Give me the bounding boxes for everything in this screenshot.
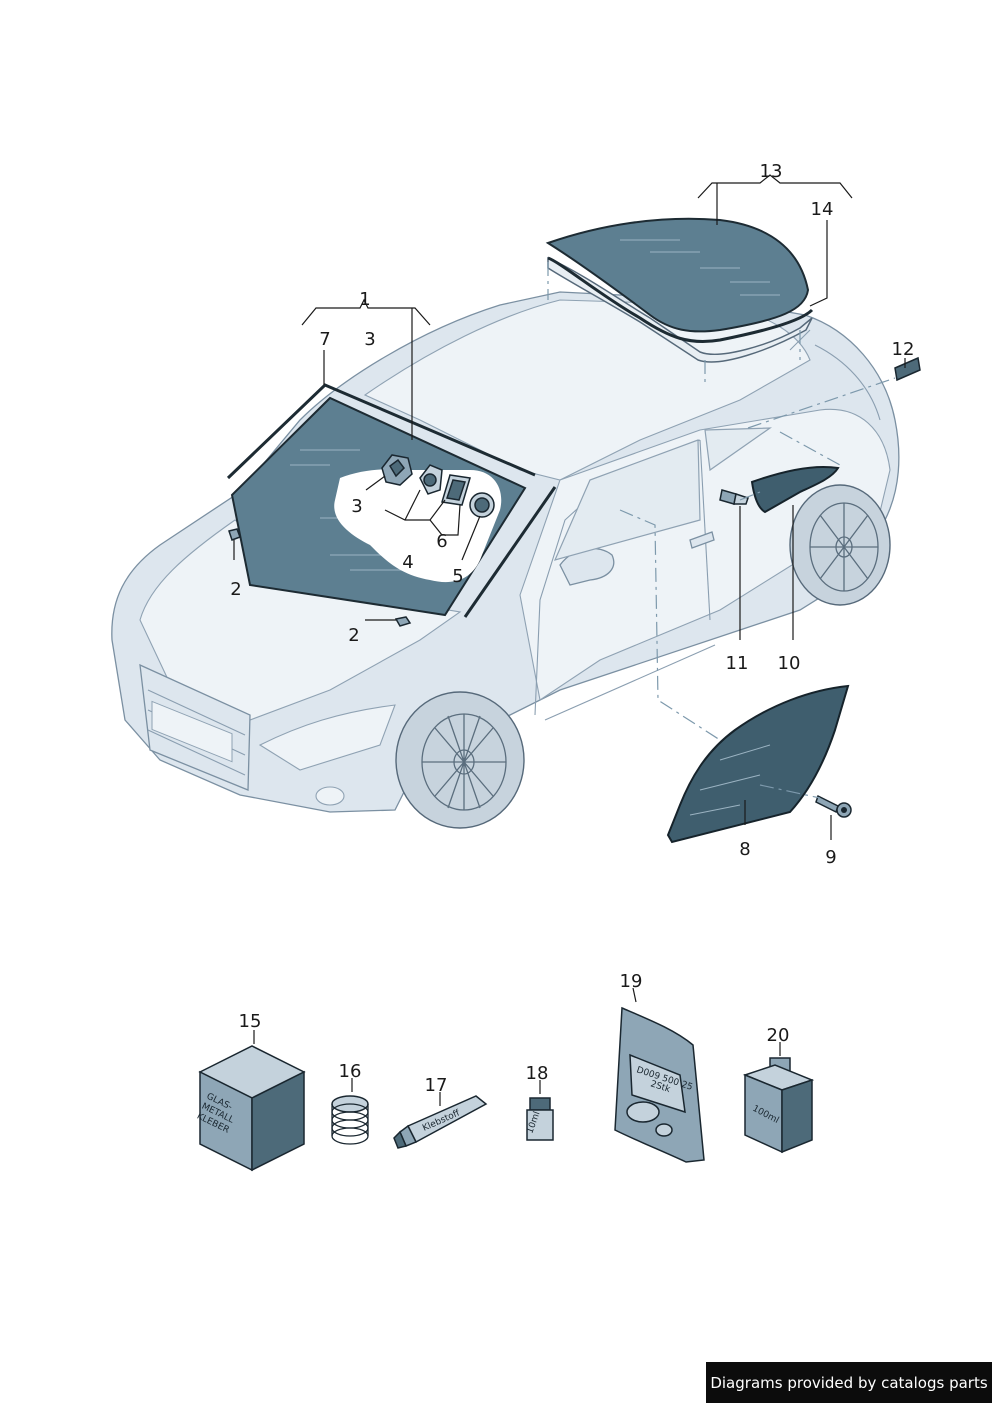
callout-20: 20	[767, 1025, 790, 1046]
callout-2-left: 2	[230, 579, 241, 600]
spacer-clip-bottom	[394, 616, 412, 627]
callout-14: 14	[811, 199, 834, 220]
large-bottle: 100ml	[742, 1057, 815, 1154]
callout-5: 5	[452, 566, 463, 587]
callout-17: 17	[425, 1075, 448, 1096]
callout-3: 3	[351, 496, 362, 517]
callout-18: 18	[526, 1063, 549, 1084]
sunroof-glass	[545, 217, 814, 363]
bolt	[815, 794, 852, 818]
callout-4: 4	[402, 552, 413, 573]
cleaning-pouch: D009 500 25 2Stk	[614, 1006, 705, 1163]
callout-15: 15	[239, 1011, 262, 1032]
callout-11: 11	[726, 653, 749, 674]
spacer-clip-left	[228, 528, 241, 541]
windshield-assembly	[226, 383, 557, 618]
leader-lines	[233, 174, 906, 1106]
callout-2-bottom: 2	[348, 625, 359, 646]
callout-1: 1	[359, 289, 370, 310]
small-bottle: 10ml	[525, 1097, 554, 1141]
callout-6: 6	[436, 531, 447, 552]
spiral-coil	[331, 1095, 369, 1145]
footer-credit: Diagrams provided by catalogs parts	[706, 1362, 992, 1403]
door-window	[666, 684, 850, 844]
callout-13: 13	[760, 161, 783, 182]
callout-10: 10	[778, 653, 801, 674]
seal-strip	[894, 356, 921, 382]
adhesive-box: GLAS- METALL KLEBER	[195, 1045, 306, 1172]
assembly-lines	[547, 262, 896, 799]
callout-9: 9	[825, 847, 836, 868]
callout-3-top: 3	[364, 329, 375, 350]
callout-8: 8	[739, 839, 750, 860]
door-window-glare	[689, 744, 771, 816]
callout-19: 19	[620, 971, 643, 992]
quarter-window	[750, 465, 840, 514]
callout-7: 7	[319, 329, 330, 350]
callout-16: 16	[339, 1061, 362, 1082]
callout-numbers: 1 7 3 2 2 3 6 4 5 13 14 12 11 10 8 9 15 …	[230, 161, 914, 1096]
callout-12: 12	[892, 339, 915, 360]
